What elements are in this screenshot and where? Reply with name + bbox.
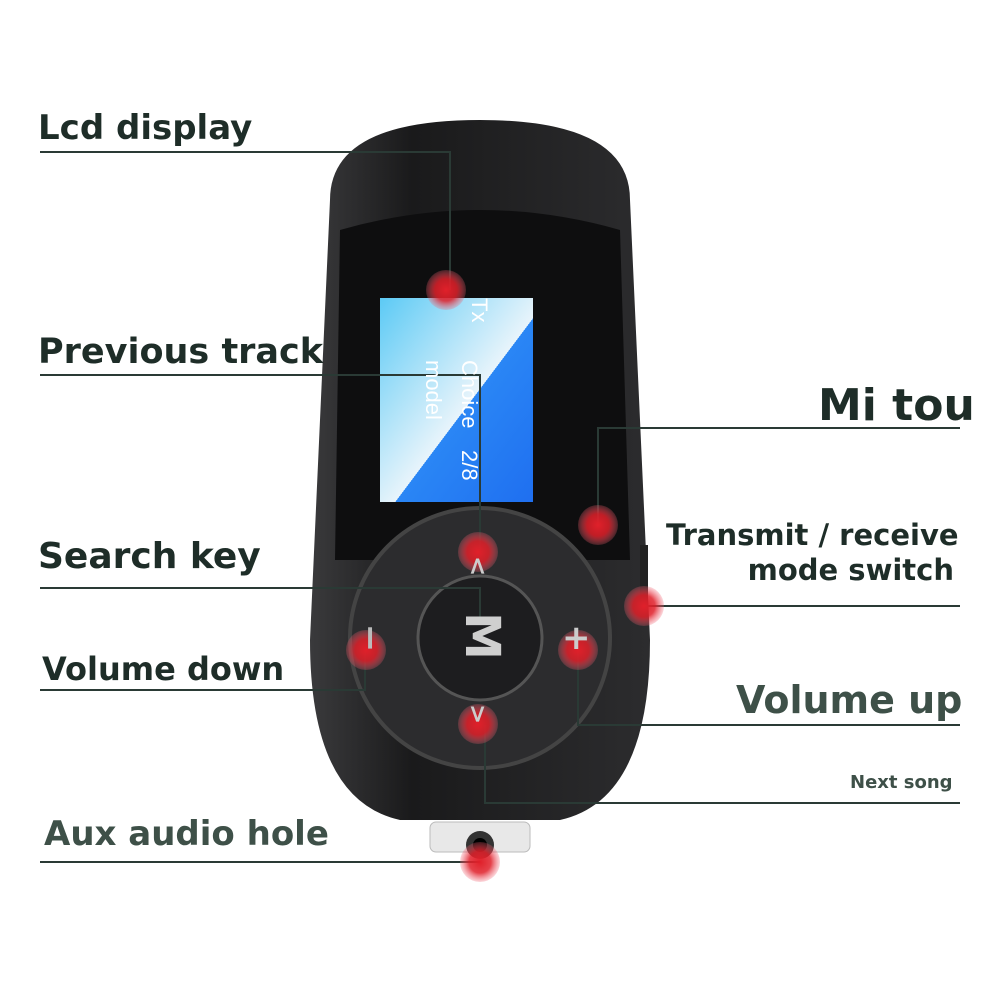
m-button-glyph[interactable]: M — [453, 612, 510, 660]
label-next-song: Next song — [850, 772, 953, 793]
label-previous-track: Previous track — [38, 332, 324, 372]
label-mi-tou: Mi tou — [818, 380, 975, 431]
label-aux-audio-hole: Aux audio hole — [44, 814, 329, 854]
label-mode-switch-line1: Transmit / receive — [666, 518, 959, 552]
label-mode-switch-line2: mode switch — [747, 553, 954, 587]
label-volume-down: Volume down — [42, 650, 285, 688]
lcd-mode: Tx — [467, 298, 492, 323]
lcd-counter: 2/8 — [457, 450, 482, 481]
center-button — [416, 574, 544, 702]
volume-down-button[interactable]: − — [350, 623, 391, 653]
label-search-key: Search key — [38, 536, 261, 577]
volume-up-button[interactable]: + — [562, 618, 591, 658]
lcd-screen — [380, 298, 533, 502]
lcd-line1: Choice — [457, 360, 482, 429]
label-volume-up: Volume up — [736, 678, 963, 722]
label-lcd-display: Lcd display — [38, 108, 253, 148]
marker-dots — [346, 270, 664, 882]
next-song-button[interactable]: > — [464, 703, 493, 725]
label-mode-switch: Transmit / receive mode switch — [666, 518, 959, 588]
leader-lines — [40, 151, 960, 863]
lcd-line2: model — [421, 360, 446, 420]
previous-track-button[interactable]: < — [464, 555, 493, 577]
